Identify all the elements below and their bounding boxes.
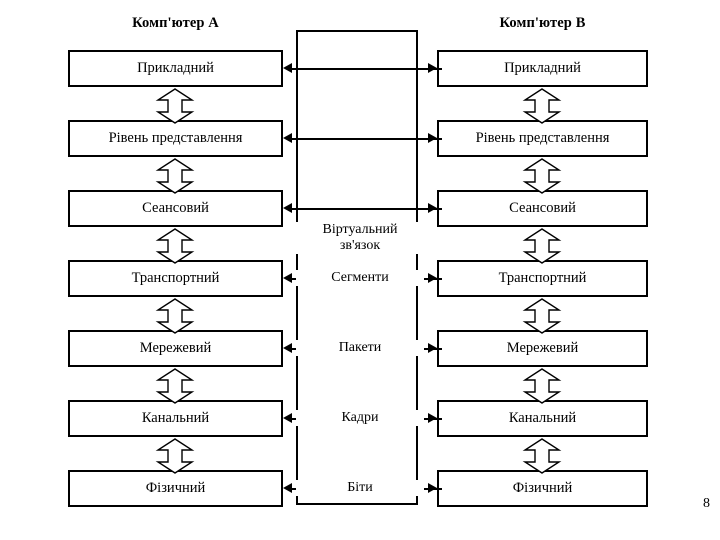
arrow-right-icon-6 xyxy=(428,413,437,423)
layer-box-left-7[interactable]: Фізичний xyxy=(68,470,283,507)
interlayer-arrow-left-4 xyxy=(154,298,196,334)
layer-box-left-5[interactable]: Мережевий xyxy=(68,330,283,367)
interlayer-arrow-left-6 xyxy=(154,438,196,474)
layer-box-left-1[interactable]: Прикладний xyxy=(68,50,283,87)
interlayer-arrow-right-6 xyxy=(521,438,563,474)
layer-box-right-4[interactable]: Транспортний xyxy=(437,260,648,297)
layer-box-left-4[interactable]: Транспортний xyxy=(68,260,283,297)
interlayer-arrow-left-5 xyxy=(154,368,196,404)
arrow-left-icon-2 xyxy=(283,133,292,143)
virtual-link-channel-rect xyxy=(296,30,418,505)
virtual-link-caption: Віртуальний зв'язок xyxy=(296,222,424,255)
interlayer-arrow-right-4 xyxy=(521,298,563,334)
interlayer-arrow-right-3 xyxy=(521,228,563,264)
arrow-right-icon-2 xyxy=(428,133,437,143)
peer-link-line-2 xyxy=(292,138,442,140)
arrow-left-icon-6 xyxy=(283,413,292,423)
layer-box-left-6[interactable]: Канальний xyxy=(68,400,283,437)
layer-box-right-1[interactable]: Прикладний xyxy=(437,50,648,87)
arrow-right-icon-7 xyxy=(428,483,437,493)
arrow-left-icon-4 xyxy=(283,273,292,283)
arrow-right-icon-3 xyxy=(428,203,437,213)
interlayer-arrow-right-5 xyxy=(521,368,563,404)
pdu-label-frames: Кадри xyxy=(296,410,424,427)
layer-box-left-2[interactable]: Рівень представлення xyxy=(68,120,283,157)
arrow-right-icon-5 xyxy=(428,343,437,353)
layer-box-right-3[interactable]: Сеансовий xyxy=(437,190,648,227)
slide-page-number: 8 xyxy=(703,496,710,511)
layer-box-right-2[interactable]: Рівень представлення xyxy=(437,120,648,157)
pdu-label-segments: Сегменти xyxy=(296,270,424,287)
interlayer-arrow-left-3 xyxy=(154,228,196,264)
column-title-computer-b: Комп'ютер В xyxy=(499,15,586,31)
layer-box-right-7[interactable]: Фізичний xyxy=(437,470,648,507)
layer-box-right-5[interactable]: Мережевий xyxy=(437,330,648,367)
peer-link-line-1 xyxy=(292,68,442,70)
arrow-right-icon-1 xyxy=(428,63,437,73)
interlayer-arrow-right-1 xyxy=(521,88,563,124)
virtual-link-caption-line1: Віртуальний xyxy=(322,222,398,237)
pdu-label-packets: Пакети xyxy=(296,340,424,357)
virtual-link-caption-line2: зв'язок xyxy=(339,238,381,254)
arrow-left-icon-3 xyxy=(283,203,292,213)
interlayer-arrow-right-2 xyxy=(521,158,563,194)
interlayer-arrow-left-1 xyxy=(154,88,196,124)
arrow-left-icon-7 xyxy=(283,483,292,493)
arrow-left-icon-5 xyxy=(283,343,292,353)
arrow-left-icon-1 xyxy=(283,63,292,73)
interlayer-arrow-left-2 xyxy=(154,158,196,194)
pdu-label-bits: Біти xyxy=(296,480,424,497)
layer-box-right-6[interactable]: Канальний xyxy=(437,400,648,437)
layer-box-left-3[interactable]: Сеансовий xyxy=(68,190,283,227)
peer-link-line-3 xyxy=(292,208,442,210)
arrow-right-icon-4 xyxy=(428,273,437,283)
column-title-computer-a: Комп'ютер А xyxy=(132,15,219,31)
